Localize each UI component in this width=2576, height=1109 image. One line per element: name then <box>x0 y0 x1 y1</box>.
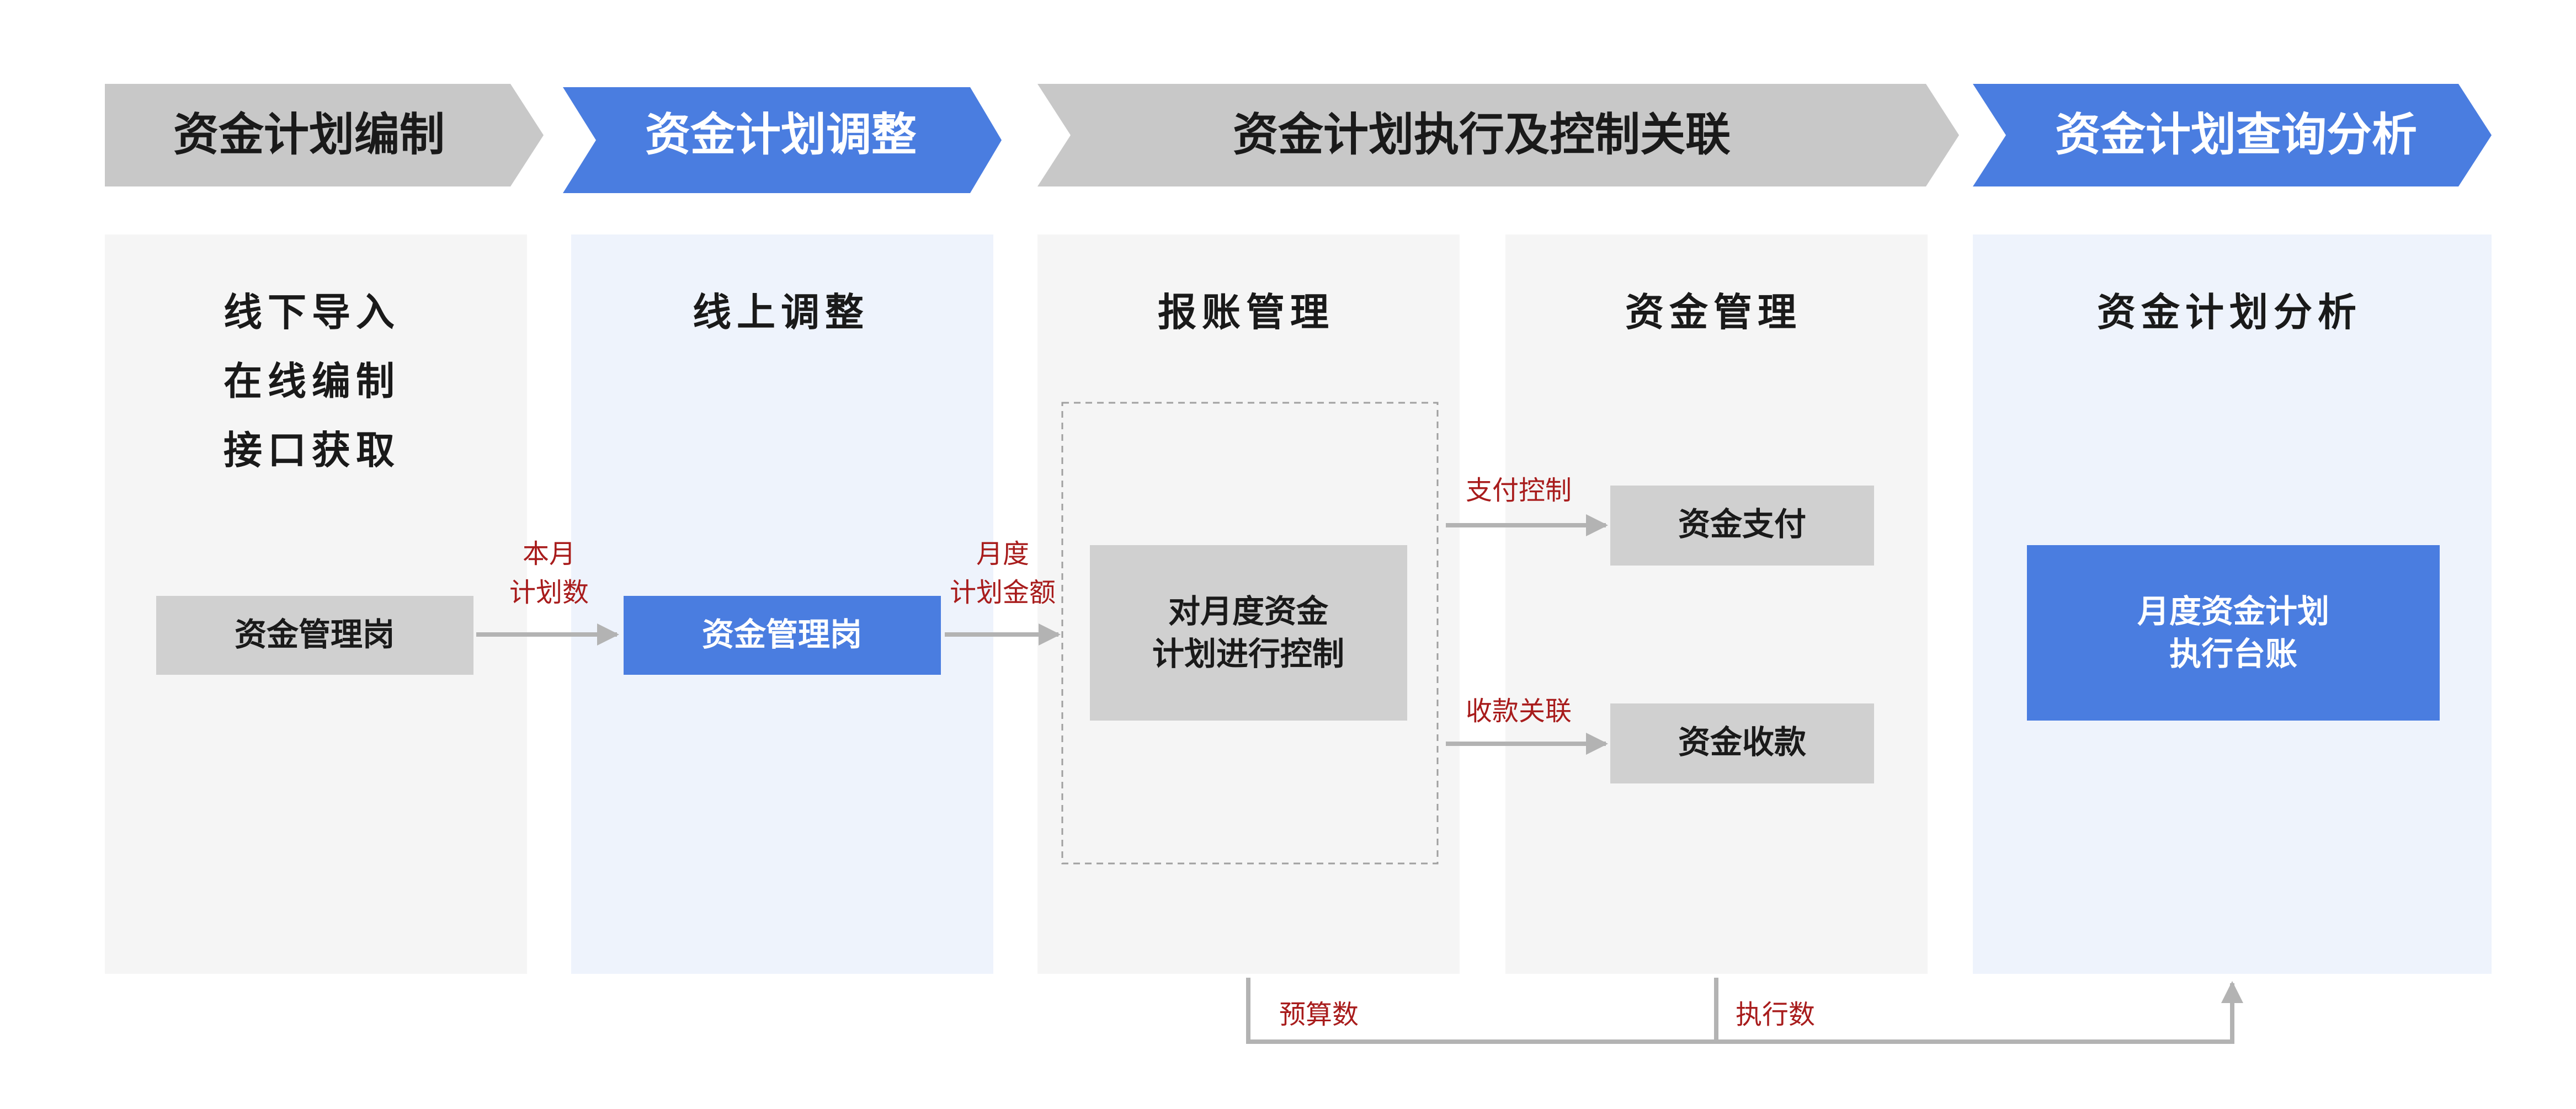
col4-payment-box: 资金支付 <box>1610 486 1874 566</box>
bottom-label-execution: 执行数 <box>1736 999 1815 1030</box>
col5-ledger-label-line-1: 月度资金计划 <box>2137 593 2329 630</box>
header-stage-4: 资金计划查询分析 <box>1973 84 2492 186</box>
col3-title: 报账管理 <box>1158 290 1334 335</box>
header-stage-1-label: 资金计划编制 <box>173 109 445 161</box>
col4-receipt-label: 资金收款 <box>1678 723 1806 761</box>
col2-title: 线上调整 <box>693 290 869 335</box>
col1-line-3: 接口获取 <box>223 428 400 473</box>
header-stage-2: 资金计划调整 <box>563 87 1002 193</box>
panel-column-4 <box>1505 234 1928 974</box>
connector-4-label: 收款关联 <box>1466 696 1572 727</box>
connector-1-label-line-1: 本月 <box>523 538 576 569</box>
connector-2-label-line-2: 计划金额 <box>950 577 1056 608</box>
col5-ledger-label-line-2: 执行台账 <box>2169 635 2297 673</box>
col1-line-1: 线下导入 <box>223 290 400 335</box>
header-stage-4-label: 资金计划查询分析 <box>2055 109 2417 161</box>
col4-payment-label: 资金支付 <box>1678 505 1806 543</box>
col4-receipt-box: 资金收款 <box>1610 703 1874 783</box>
bottom-feedback-line <box>1246 978 2243 1044</box>
col1-role-label: 资金管理岗 <box>235 616 395 653</box>
header-stage-1: 资金计划编制 <box>105 84 544 186</box>
connector-1-label-line-2: 计划数 <box>509 577 589 608</box>
col4-title: 资金管理 <box>1625 290 1802 335</box>
header-stage-2-label: 资金计划调整 <box>645 109 917 161</box>
col1-role-box: 资金管理岗 <box>156 596 473 675</box>
bottom-label-budget: 预算数 <box>1279 999 1359 1030</box>
connector-2-label-line-1: 月度 <box>976 538 1029 569</box>
col3-dashed-group <box>1061 402 1439 865</box>
header-stage-3-label: 资金计划执行及控制关联 <box>1233 109 1731 161</box>
col2-role-label: 资金管理岗 <box>702 616 862 653</box>
header-stage-3: 资金计划执行及控制关联 <box>1037 84 1959 186</box>
col3-control-label-line-2: 计划进行控制 <box>1152 635 1344 673</box>
col3-control-box: 对月度资金 计划进行控制 <box>1090 545 1407 721</box>
connector-3-label: 支付控制 <box>1466 475 1572 506</box>
col3-control-label-line-1: 对月度资金 <box>1168 593 1329 630</box>
col5-ledger-box: 月度资金计划 执行台账 <box>2027 545 2440 721</box>
col2-role-box: 资金管理岗 <box>624 596 941 675</box>
col1-line-2: 在线编制 <box>223 359 400 404</box>
col5-title: 资金计划分析 <box>2097 290 2362 335</box>
